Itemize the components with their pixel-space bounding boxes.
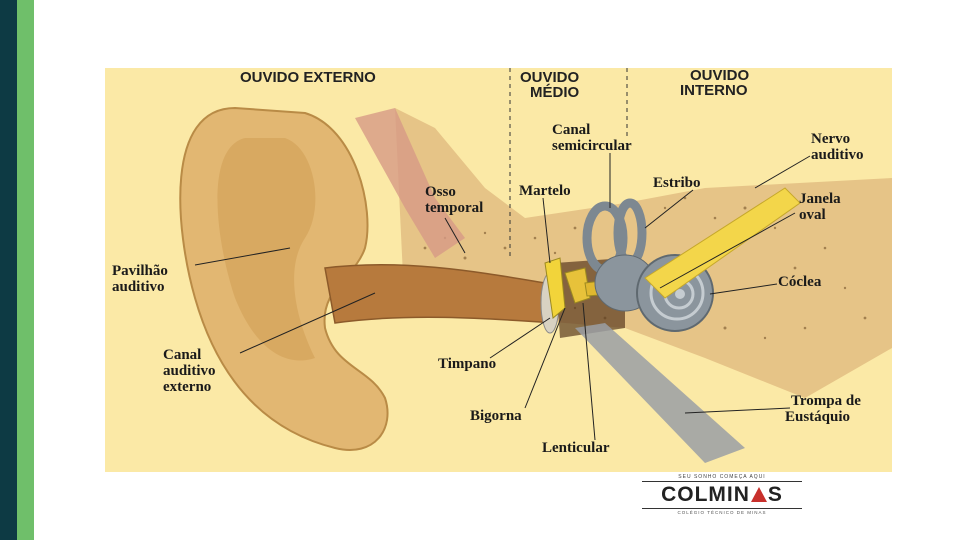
section-internal-ear-1: OUVIDO <box>690 68 750 84</box>
label-janela-oval-1: Janela <box>799 191 841 207</box>
leader-lines <box>194 153 811 441</box>
label-canal-auditivo-2: auditivo <box>163 363 216 379</box>
label-osso-temporal-1: Osso <box>425 184 456 200</box>
label-nervo-auditivo-1: Nervo <box>811 131 851 147</box>
label-trompa-2: Eustáquio <box>785 409 851 425</box>
section-external-ear: OUVIDO EXTERNO <box>240 69 376 86</box>
logo-name-right: S <box>767 483 783 506</box>
label-canal-semicircular-1: Canal <box>552 122 591 138</box>
label-canal-semicircular-2: semicircular <box>552 138 632 154</box>
ear-anatomy-diagram: OUVIDO EXTERNO OUVIDO MÉDIO OUVIDO INTER… <box>105 68 892 472</box>
triangle-icon <box>750 487 767 502</box>
label-trompa-1: Trompa de <box>791 393 861 409</box>
label-coclea: Cóclea <box>778 274 822 290</box>
label-janela-oval-2: oval <box>799 207 826 223</box>
auditory-nerve <box>644 187 801 299</box>
colminas-logo: SEU SONHO COMEÇA AQUI COLMIN S COLÉGIO TÉ… <box>642 474 802 516</box>
ear-illustration <box>179 68 892 463</box>
label-pavilhao-1: Pavilhão <box>112 263 168 279</box>
concha <box>217 138 316 361</box>
label-canal-auditivo-3: externo <box>163 379 212 395</box>
section-middle-ear-1: OUVIDO <box>520 69 580 86</box>
label-osso-temporal-2: temporal <box>425 200 484 216</box>
logo-wordmark: COLMIN S <box>642 481 802 509</box>
eustachian-tube <box>575 323 745 463</box>
label-martelo: Martelo <box>519 183 571 199</box>
section-internal-ear-2: INTERNO <box>680 82 748 99</box>
incus <box>564 267 591 304</box>
label-pavilhao-2: auditivo <box>112 279 165 295</box>
label-canal-auditivo-1: Canal <box>163 347 202 363</box>
sidebar-dark-stripe <box>0 0 17 540</box>
label-estribo: Estribo <box>653 175 701 191</box>
section-middle-ear-2: MÉDIO <box>530 84 580 101</box>
label-lenticular: Lenticular <box>542 440 610 456</box>
logo-name-left: COLMIN <box>661 483 750 506</box>
logo-tagline: SEU SONHO COMEÇA AQUI <box>678 474 766 480</box>
sidebar-green-stripe <box>17 0 34 540</box>
label-bigorna: Bigorna <box>470 408 522 424</box>
muscle-layer <box>355 108 465 258</box>
logo-subtitle: COLÉGIO TÉCNICO DE MINAS <box>677 510 767 515</box>
label-timpano: Timpano <box>438 356 497 372</box>
label-nervo-auditivo-2: auditivo <box>811 147 864 163</box>
